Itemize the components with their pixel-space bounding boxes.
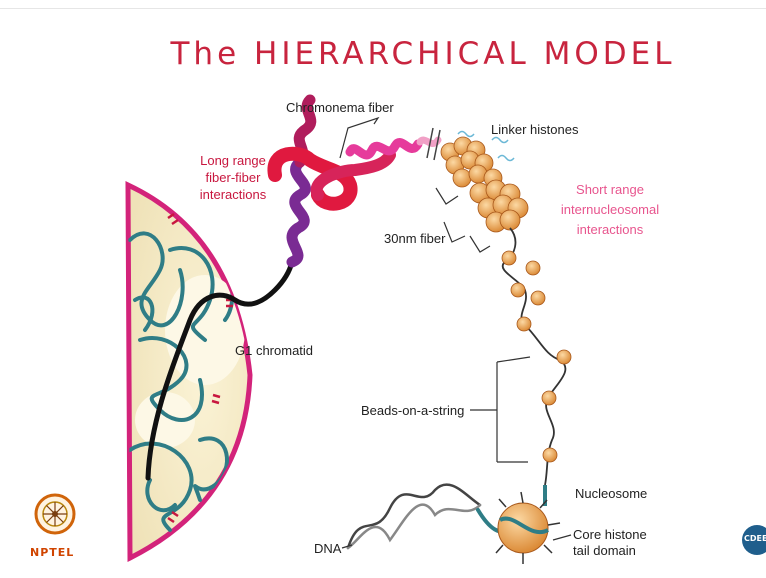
label-beads-on-a-string: Beads-on-a-string (361, 403, 464, 418)
label-30nm-fiber: 30nm fiber (384, 231, 445, 246)
label-chromonema-fiber: Chromonema fiber (286, 100, 394, 115)
label-nucleosome: Nucleosome (575, 486, 647, 501)
nptel-logo-text: NPTEL (30, 546, 74, 559)
label-dna: DNA (314, 541, 341, 556)
label-linker-histones: Linker histones (491, 122, 578, 137)
beads-bracket (470, 357, 530, 462)
nucleosome-beads (502, 251, 571, 462)
nucleus (128, 185, 250, 558)
dna-helix (348, 485, 510, 548)
cdeep-logo-text: CDEEP (744, 534, 766, 543)
cdeep-logo: CDEEP (742, 525, 766, 555)
core-nucleosome (496, 485, 560, 564)
label-g1-chromatid: G1 chromatid (235, 343, 313, 358)
label-short-range: Short range internucleosomal interaction… (550, 180, 670, 240)
label-core-histone-tail: Core histone tail domain (573, 527, 647, 559)
30nm-fiber-cluster (441, 137, 528, 232)
label-long-range: Long range fiber-fiber interactions (185, 152, 281, 203)
nptel-logo (33, 490, 77, 544)
